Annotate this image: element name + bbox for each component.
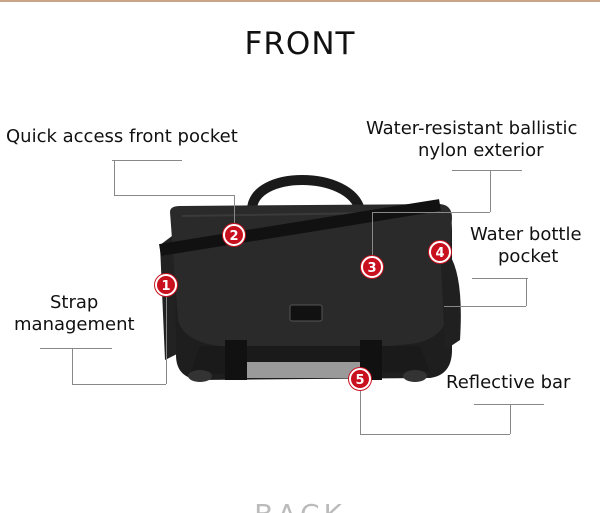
top-rule bbox=[0, 0, 600, 2]
leader-1c bbox=[72, 384, 166, 385]
leader-4a bbox=[472, 278, 528, 279]
label-water-bottle-line2: pocket bbox=[498, 246, 559, 267]
leader-2a bbox=[112, 160, 182, 161]
marker-3: 3 bbox=[361, 256, 383, 278]
marker-2: 2 bbox=[223, 224, 245, 246]
leader-1d bbox=[166, 296, 167, 384]
leader-3c bbox=[372, 212, 490, 213]
marker-5: 5 bbox=[349, 368, 371, 390]
label-water-bottle-line1: Water bottle bbox=[470, 224, 582, 245]
leader-3d bbox=[372, 212, 373, 256]
label-nylon-exterior-line1: Water-resistant ballistic bbox=[366, 118, 578, 139]
page-title: FRONT bbox=[244, 26, 356, 62]
leader-3a bbox=[452, 170, 522, 171]
label-strap-line1: Strap bbox=[50, 292, 99, 313]
leader-1a bbox=[40, 348, 112, 349]
leader-5c bbox=[360, 434, 510, 435]
leader-2b bbox=[114, 160, 115, 195]
leader-3b bbox=[490, 170, 491, 212]
label-reflective-bar: Reflective bar bbox=[446, 372, 571, 393]
label-strap-line2: management bbox=[14, 314, 135, 335]
leader-1b bbox=[72, 348, 73, 384]
marker-1: 1 bbox=[155, 274, 177, 296]
leader-4b bbox=[526, 278, 527, 306]
next-section-heading: BACK bbox=[0, 498, 600, 513]
leader-5b bbox=[510, 404, 511, 434]
leader-4c bbox=[444, 306, 526, 307]
label-nylon-exterior-line2: nylon exterior bbox=[418, 140, 544, 161]
leader-5a bbox=[474, 404, 544, 405]
marker-4: 4 bbox=[429, 241, 451, 263]
leader-2c bbox=[114, 195, 234, 196]
leader-2d bbox=[234, 195, 235, 225]
messenger-bag-image bbox=[159, 175, 461, 382]
leader-5d bbox=[360, 390, 361, 434]
label-quick-access-front-pocket: Quick access front pocket bbox=[6, 126, 238, 147]
